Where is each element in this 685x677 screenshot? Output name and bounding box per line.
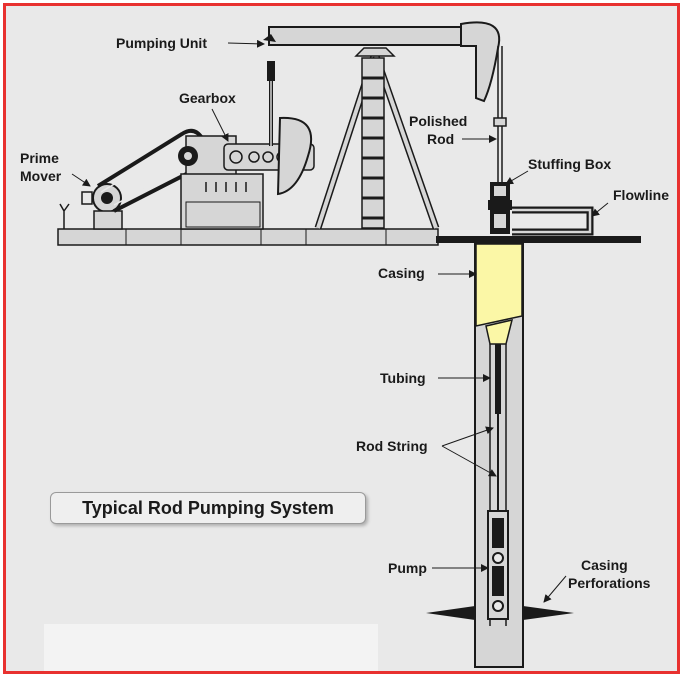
label-polished-rod-line1: Polished bbox=[409, 113, 467, 129]
rod-string bbox=[495, 344, 501, 511]
leader-lines bbox=[71, 39, 609, 603]
gearbox bbox=[178, 135, 264, 230]
label-casing-perforations-line1: Casing bbox=[581, 557, 628, 573]
label-gearbox: Gearbox bbox=[179, 90, 236, 106]
blank-panel bbox=[44, 624, 378, 671]
label-casing-perforations-line2: Perforations bbox=[568, 575, 651, 591]
label-prime-mover-line1: Prime bbox=[20, 150, 59, 166]
label-tubing: Tubing bbox=[380, 370, 426, 386]
label-rod-string: Rod String bbox=[356, 438, 428, 454]
downhole-pump bbox=[487, 510, 509, 620]
label-casing: Casing bbox=[378, 265, 425, 281]
label-polished-rod-line2: Rod bbox=[427, 131, 454, 147]
diagram-frame: Pumping Unit Gearbox Prime Mover Polishe… bbox=[3, 3, 680, 674]
label-pump: Pump bbox=[388, 560, 427, 576]
diagram-title: Typical Rod Pumping System bbox=[50, 492, 366, 524]
label-prime-mover-line2: Mover bbox=[20, 168, 62, 184]
counterweight bbox=[276, 116, 313, 196]
label-stuffing-box: Stuffing Box bbox=[528, 156, 611, 172]
label-flowline: Flowline bbox=[613, 187, 669, 203]
label-pumping-unit: Pumping Unit bbox=[116, 35, 207, 51]
pitman-arm bbox=[267, 61, 275, 146]
prime-mover bbox=[59, 183, 123, 230]
samson-post bbox=[314, 47, 440, 230]
pumping-system-diagram: Pumping Unit Gearbox Prime Mover Polishe… bbox=[20, 21, 669, 668]
casing-perforations bbox=[426, 606, 574, 620]
flowline-pipe bbox=[512, 206, 594, 236]
wellhead bbox=[488, 182, 512, 234]
polished-rod bbox=[493, 46, 507, 184]
walking-beam bbox=[263, 21, 501, 103]
